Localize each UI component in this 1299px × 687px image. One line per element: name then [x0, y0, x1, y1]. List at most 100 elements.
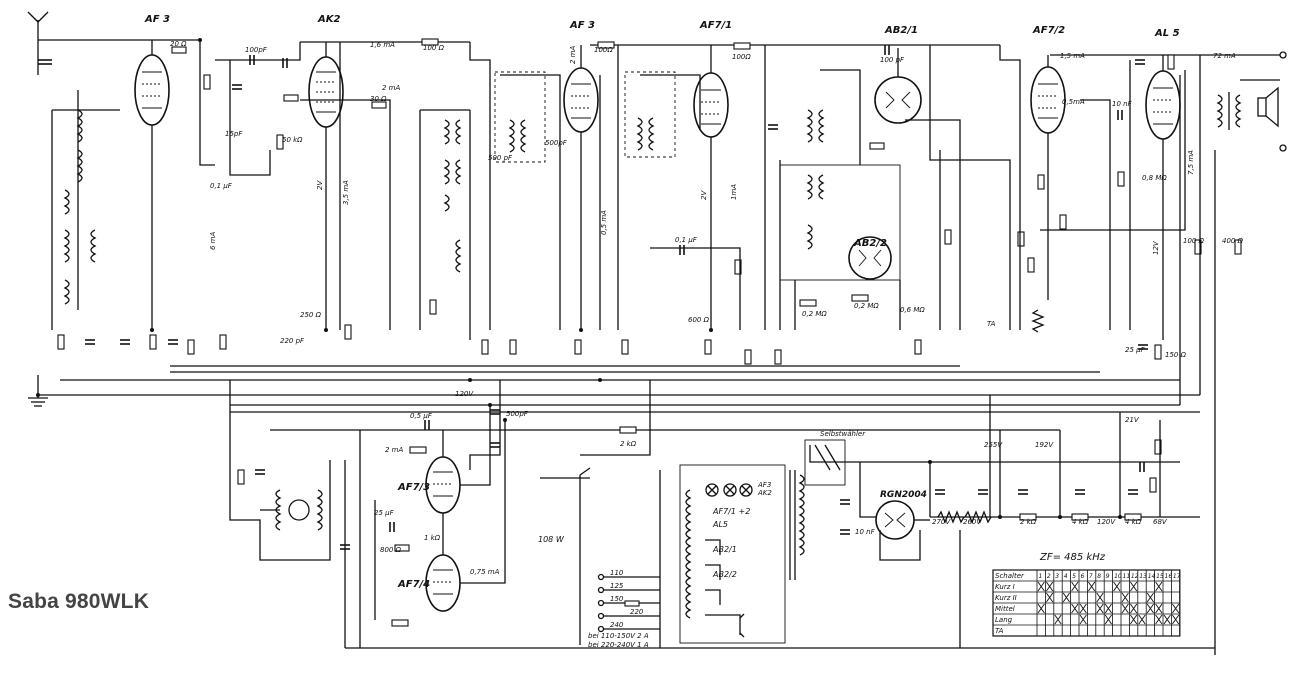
value-label: 25 µF	[374, 509, 395, 517]
switch-table-mark	[1096, 603, 1104, 614]
value-label: 0,5 mA	[600, 210, 608, 235]
switch-table-header-number: 1	[1039, 573, 1043, 580]
switch-table-header-number: 9	[1106, 573, 1110, 580]
value-label: 10 nF	[855, 528, 876, 536]
tube-af3-if	[563, 45, 599, 330]
value-label: 0,2 MΩ	[854, 302, 879, 310]
tube-af7-3	[425, 430, 461, 514]
heater-switch-contacts	[705, 539, 745, 638]
switch-table-mark	[1113, 581, 1121, 592]
switch-table-header-number: 7	[1089, 573, 1093, 580]
value-label: 12V	[1152, 240, 1160, 255]
value-label: 0,75 mA	[470, 568, 500, 576]
tube-al5	[1145, 55, 1181, 340]
switch-table-row-label: Kurz I	[995, 583, 1015, 591]
tube-af7-1	[693, 45, 729, 330]
value-label: 100Ω	[732, 53, 751, 61]
signal-wiring	[199, 40, 1201, 648]
switch-table-header-number: 12	[1131, 573, 1139, 580]
tube-label-af7-2: AF7/2	[1032, 25, 1065, 36]
switch-table-mark	[1046, 581, 1054, 592]
switch-table-header-number: 3	[1055, 573, 1059, 580]
switch-table-mark	[1155, 581, 1163, 592]
voltage-tap-150: 150	[610, 595, 624, 603]
output-transformer	[1216, 92, 1242, 130]
value-label: 2V	[316, 180, 324, 190]
value-label: TA	[987, 320, 996, 328]
value-label: 68V	[1153, 518, 1168, 526]
value-label: 1 kΩ	[424, 534, 441, 542]
switch-label-ab2-2: AB2/2	[712, 570, 737, 579]
value-label: 250 Ω	[300, 311, 322, 319]
switch-table-header-number: 17	[1173, 573, 1181, 580]
tube-label-ab2-1: AB2/1	[884, 25, 918, 36]
voltage-tap-110: 110	[610, 569, 624, 577]
switch-table-mark	[1062, 592, 1070, 603]
tube-label-af7-4: AF7/4	[397, 579, 430, 590]
zigzag-resistors	[937, 309, 1045, 524]
selector-labels: AF3 AK2 AF7/1 +2 AL5 AB2/1 AB2/2 110 125…	[588, 481, 772, 649]
voltage-tap-240: 240	[610, 621, 624, 629]
switch-table-mark	[1037, 603, 1045, 614]
switch-table-mark	[1163, 614, 1171, 625]
switch-table-mark	[1096, 592, 1104, 603]
value-label: 2 kΩ	[1020, 518, 1037, 526]
value-label: 2 mA	[569, 46, 577, 64]
value-label: 50 kΩ	[282, 136, 303, 144]
value-label: 150 Ω	[1165, 351, 1187, 359]
fuse-note-2: bei 220-240V 1 A	[588, 641, 649, 649]
switch-table-header-number: 10	[1114, 573, 1122, 580]
value-label: 108 W	[538, 535, 565, 544]
value-label: 120V	[1097, 518, 1116, 526]
value-label: 255V	[984, 441, 1003, 449]
value-label: 500pF	[545, 139, 568, 147]
value-label: 400 Ω	[1222, 237, 1244, 245]
switch-table-header-number: 13	[1139, 573, 1147, 580]
motor-transformer	[260, 489, 323, 531]
value-label: 6 mA	[209, 232, 217, 250]
value-label: 2 mA	[382, 84, 400, 92]
switch-table-mark	[1146, 603, 1154, 614]
switch-label-ab2-1: AB2/1	[712, 545, 737, 554]
tube-af3-rf	[134, 40, 170, 330]
switch-table-header-number: 6	[1081, 573, 1085, 580]
model-title: Saba 980WLK	[8, 590, 150, 613]
switch-table-mark	[1071, 581, 1079, 592]
switch-table-header-number: 15	[1156, 573, 1164, 580]
tube-label-ak2: AK2	[317, 14, 340, 25]
switch-table-mark	[1121, 603, 1129, 614]
switch-table-caption: ZF= 485 kHz	[1039, 552, 1106, 563]
loudspeaker	[1240, 51, 1287, 152]
value-label: 100 Ω	[1183, 237, 1205, 245]
switch-table-mark	[1037, 581, 1045, 592]
value-label: 500pF	[506, 410, 529, 418]
value-label: 0,8 MΩ	[1142, 174, 1167, 182]
switch-table-mark	[1138, 614, 1146, 625]
switch-table-header-number: 4	[1064, 573, 1068, 580]
tube-label-af7-1: AF7/1	[699, 20, 732, 31]
switch-label-af7: AF7/1 +2	[712, 507, 750, 516]
switch-table-header-number: 2	[1047, 573, 1051, 580]
mains-transformer	[679, 464, 805, 644]
value-label: 100Ω	[594, 46, 613, 54]
ground-symbol	[28, 375, 48, 407]
value-label: 0,1 µF	[210, 182, 233, 190]
value-label: 0,5 µF	[410, 412, 433, 420]
value-label: 3,5 mA	[342, 180, 350, 205]
switch-table-header-number: 5	[1072, 573, 1076, 580]
value-label: 192V	[1035, 441, 1054, 449]
resistors	[57, 38, 1242, 627]
value-label: 2 mA	[385, 446, 403, 454]
tube-af7-2	[1030, 55, 1066, 300]
value-label: 800 Ω	[380, 546, 402, 554]
switch-table-mark	[1146, 592, 1154, 603]
fuse-note-1: bei 110-150V 2 A	[588, 632, 649, 640]
component-value-labels: 20 Ω 100pF 1,6 mA 100 Ω 100Ω 100Ω 100 pF…	[170, 40, 1244, 576]
selbstwaehler-switch	[804, 439, 846, 486]
if-transformer-2	[624, 71, 676, 158]
switch-table-mark	[1054, 614, 1062, 625]
tube-label-af3-rf: AF 3	[144, 14, 170, 25]
value-label: 100pF	[245, 46, 268, 54]
